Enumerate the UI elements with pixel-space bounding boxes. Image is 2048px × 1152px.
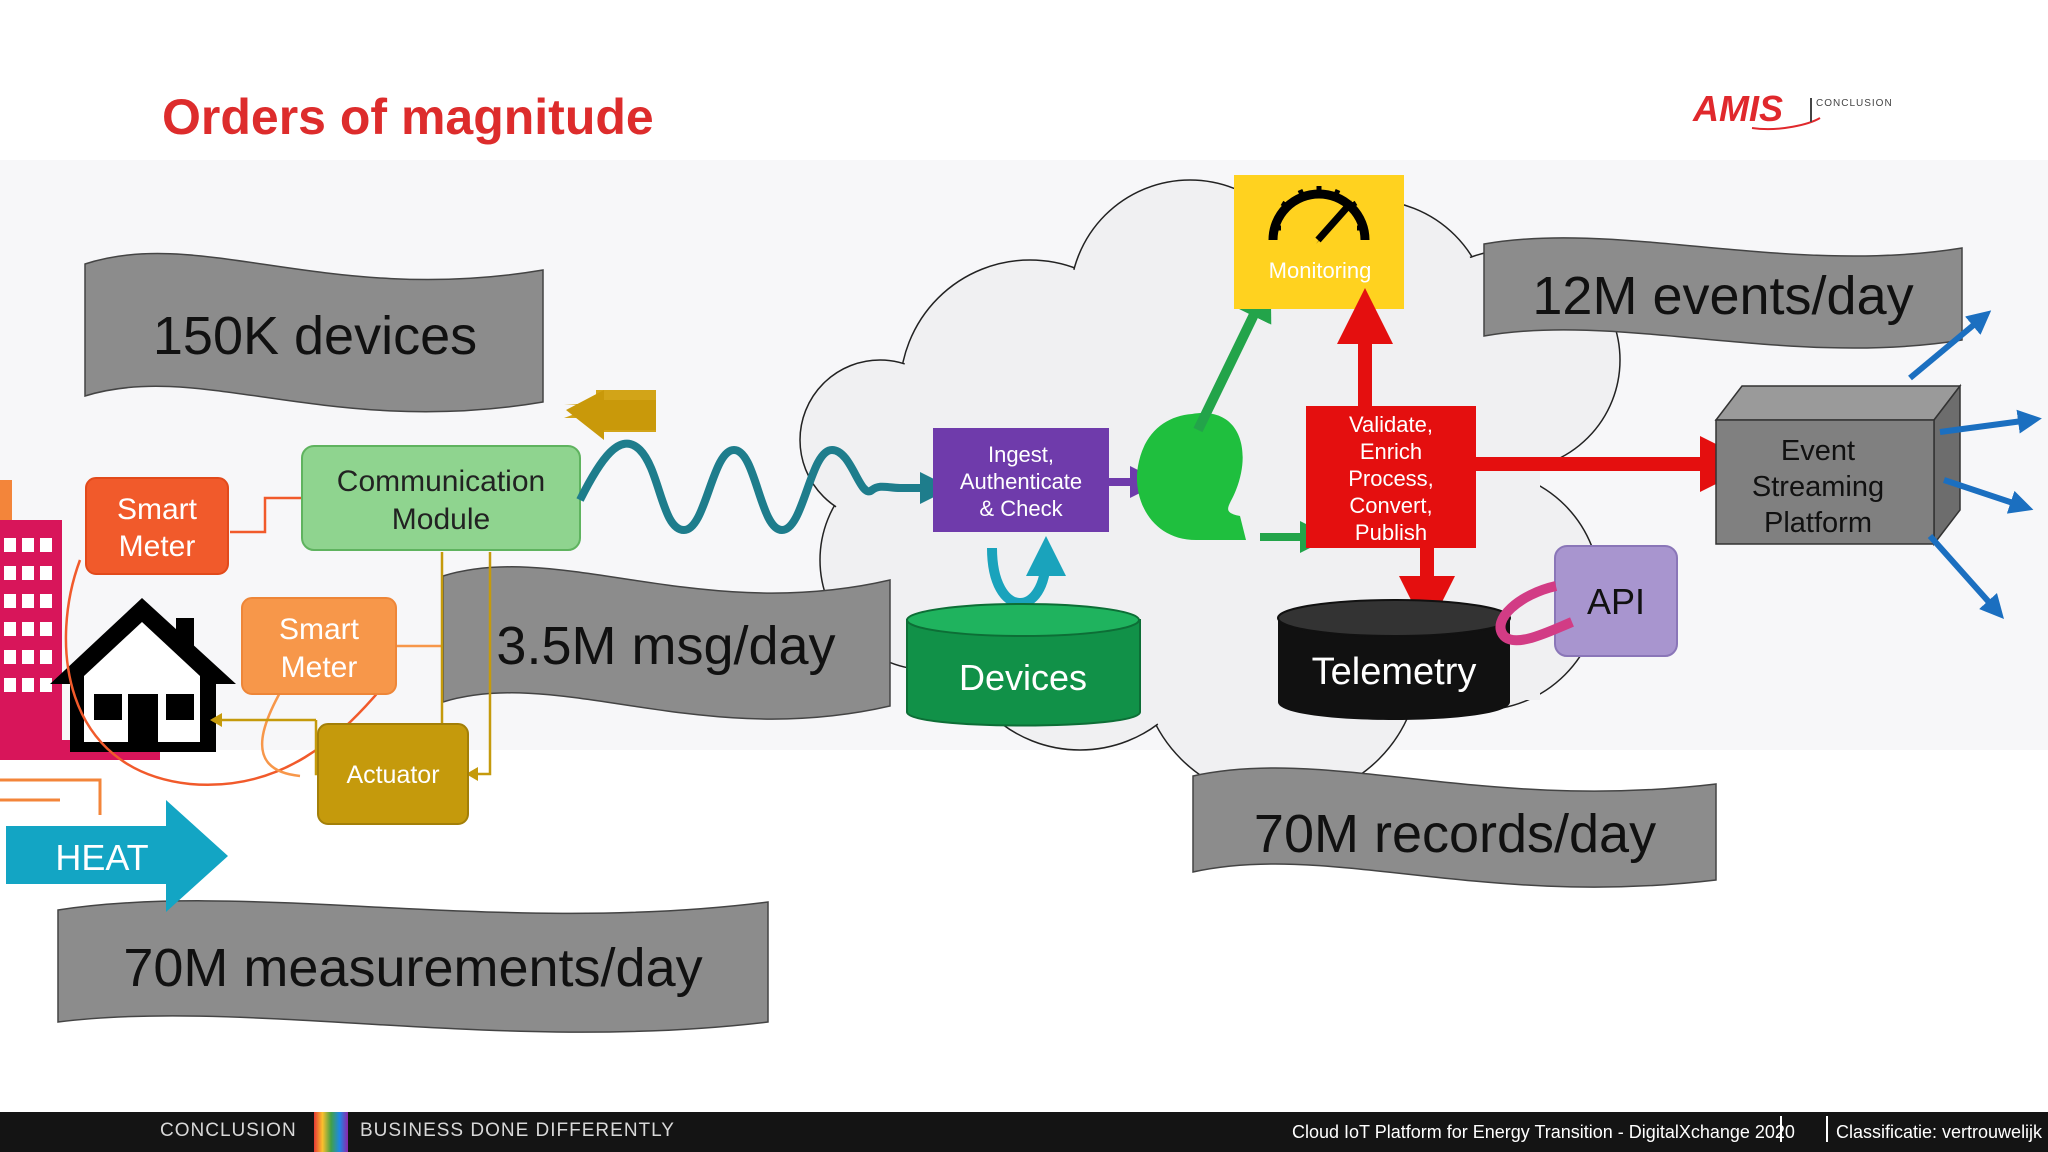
- svg-text:CONCLUSION: CONCLUSION: [1816, 98, 1893, 109]
- svg-text:HEAT: HEAT: [55, 837, 148, 878]
- svg-text:Actuator: Actuator: [346, 761, 439, 789]
- banner-events-label: 12M events/day: [1532, 266, 1913, 326]
- bus-to-monitoring-arrow: [1193, 280, 1272, 433]
- svg-text:Process,: Process,: [1348, 466, 1434, 491]
- svg-text:Communication: Communication: [337, 465, 545, 498]
- devices-database: Devices: [906, 603, 1141, 727]
- banner-devices: 150K devices: [84, 252, 544, 413]
- svg-text:Authenticate: Authenticate: [960, 469, 1082, 494]
- banner-msg-label: 3.5M msg/day: [496, 616, 835, 676]
- message-bus: [1136, 413, 1246, 540]
- svg-text:Ingest,: Ingest,: [988, 442, 1054, 467]
- telemetry-database: Telemetry: [1277, 599, 1511, 720]
- footer-brand: CONCLUSION: [160, 1120, 297, 1141]
- banner-measurements: 70M measurements/day: [57, 900, 769, 1033]
- heat-arrow: HEAT: [6, 800, 228, 912]
- svg-text:API: API: [1587, 581, 1645, 622]
- svg-text:Meter: Meter: [119, 530, 196, 563]
- amis-logo: AMIS CONCLUSION: [1692, 88, 1893, 131]
- svg-text:Validate,: Validate,: [1349, 412, 1433, 437]
- svg-text:Event: Event: [1781, 435, 1855, 467]
- svg-text:Telemetry: Telemetry: [1312, 651, 1477, 693]
- ingest-authenticate-check: Ingest, Authenticate & Check: [933, 428, 1109, 532]
- svg-text:Enrich: Enrich: [1360, 439, 1422, 464]
- svg-text:Publish: Publish: [1355, 520, 1427, 545]
- communication-module: Communication Module: [301, 445, 581, 551]
- footer-divider: [1780, 1116, 1782, 1142]
- api: API: [1554, 545, 1678, 657]
- footer-presentation-title: Cloud IoT Platform for Energy Transition…: [1292, 1122, 1795, 1142]
- actuator: Actuator: [317, 723, 469, 825]
- banner-events: 12M events/day: [1483, 237, 1963, 349]
- event-streaming-platform: Event Streaming Platform: [1714, 383, 1962, 547]
- monitoring: Monitoring: [1234, 175, 1404, 309]
- banner-devices-label: 150K devices: [153, 306, 477, 366]
- streaming-output-arrows: [1908, 310, 2042, 619]
- footer-rainbow-stripe: [314, 1112, 348, 1152]
- svg-text:Meter: Meter: [281, 651, 358, 684]
- banner-records-label: 70M records/day: [1254, 804, 1656, 864]
- ingest-devices-loop-arrow: [987, 536, 1066, 608]
- banner-msg: 3.5M msg/day: [442, 566, 891, 720]
- signal-wave: [576, 439, 952, 535]
- svg-text:AMIS: AMIS: [1692, 88, 1783, 129]
- svg-text:Streaming: Streaming: [1752, 471, 1884, 503]
- svg-text:Convert,: Convert,: [1349, 493, 1432, 518]
- svg-text:Module: Module: [392, 503, 490, 536]
- slide-title: Orders of magnitude: [162, 89, 654, 145]
- svg-text:Monitoring: Monitoring: [1269, 258, 1372, 283]
- svg-text:& Check: & Check: [979, 496, 1063, 521]
- svg-text:Platform: Platform: [1764, 507, 1872, 539]
- svg-text:Smart: Smart: [117, 493, 198, 526]
- footer-divider: [1826, 1116, 1828, 1142]
- footer-tagline: BUSINESS DONE DIFFERENTLY: [360, 1120, 675, 1141]
- banner-records: 70M records/day: [1192, 767, 1717, 888]
- command-arrow-icon: [566, 390, 656, 440]
- smart-meter-2: Smart Meter: [241, 597, 397, 695]
- svg-text:Devices: Devices: [959, 657, 1087, 698]
- house-icon: [50, 598, 236, 752]
- banner-measurements-label: 70M measurements/day: [123, 938, 702, 998]
- footer-classification: Classificatie: vertrouwelijk: [1836, 1122, 2043, 1142]
- svg-text:Smart: Smart: [279, 613, 360, 646]
- telemetry-api-link: [1495, 581, 1574, 646]
- smart-meter-1: Smart Meter: [85, 477, 229, 575]
- validate-enrich-process: Validate, Enrich Process, Convert, Publi…: [1306, 406, 1476, 548]
